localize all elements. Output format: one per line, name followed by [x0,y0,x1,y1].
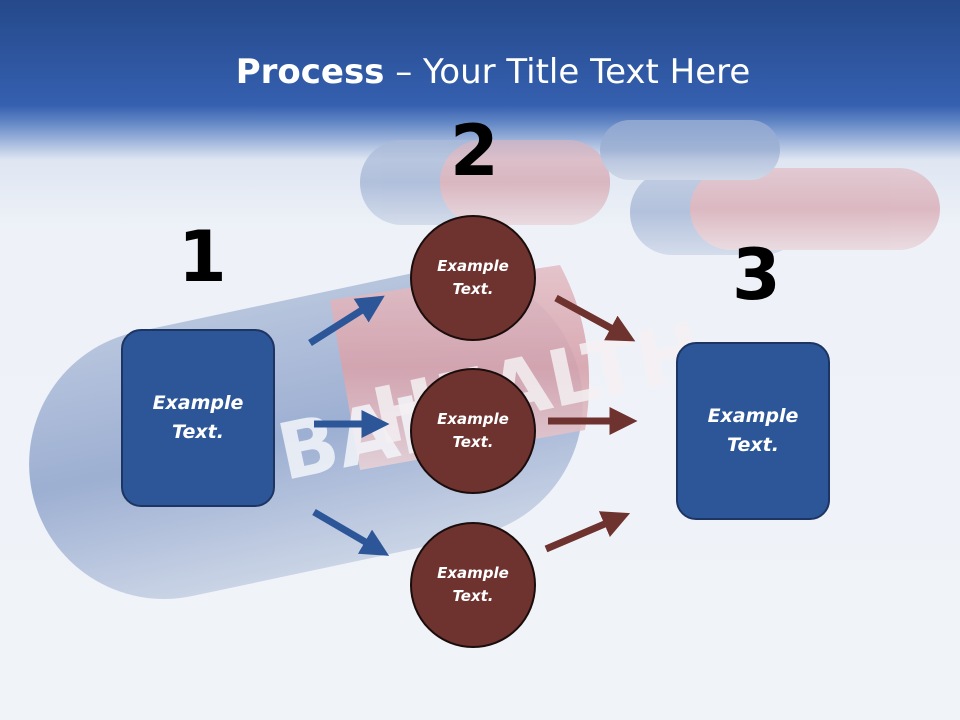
process-circle-bottom: Example Text. [410,522,536,648]
right-box-line1: Example [707,405,799,427]
right-box-line2: Text. [727,434,779,456]
slide-title: Process – Your Title Text Here [0,52,960,92]
circle-middle-line1: Example [437,410,509,428]
process-circle-middle: Example Text. [410,368,536,494]
circle-top-line2: Text. [452,280,494,298]
left-box-line2: Text. [172,421,224,443]
circle-middle-line2: Text. [452,433,494,451]
title-bold: Process [235,52,385,92]
circle-top-line1: Example [437,257,509,275]
left-box-line1: Example [152,392,244,414]
step-number-1: 1 [178,216,227,298]
title-rest: – Your Title Text Here [384,52,751,92]
right-process-box: Example Text. [676,342,830,520]
left-process-box: Example Text. [121,329,275,507]
step-number-3: 3 [732,234,781,316]
step-number-2: 2 [450,110,499,192]
circle-bottom-line1: Example [437,564,509,582]
circle-bottom-line2: Text. [452,587,494,605]
process-circle-top: Example Text. [410,215,536,341]
